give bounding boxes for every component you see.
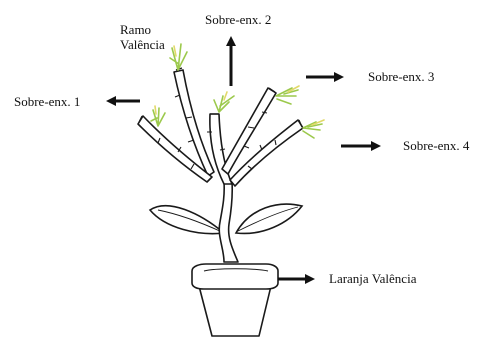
label-sobre-enx-1: Sobre-enx. 1 xyxy=(14,94,80,109)
bud-sobre3 xyxy=(276,86,299,104)
arrow-sobre2 xyxy=(226,36,236,86)
bud-sobre4 xyxy=(303,120,324,138)
arrow-sobre1 xyxy=(106,96,140,106)
label-sobre-enx-2: Sobre-enx. 2 xyxy=(205,12,271,27)
plant-stem-branches xyxy=(138,68,303,262)
arrow-sobre3 xyxy=(306,72,344,82)
arrow-sobre4 xyxy=(341,141,381,151)
label-ramo-valencia: Ramo Valência xyxy=(120,22,180,52)
label-laranja-valencia: Laranja Valência xyxy=(329,271,416,286)
bud-sobre1 xyxy=(151,106,165,126)
label-sobre-enx-3: Sobre-enx. 3 xyxy=(368,69,434,84)
label-sobre-enx-4: Sobre-enx. 4 xyxy=(403,138,469,153)
arrows xyxy=(106,36,381,284)
label-ramo-line2: Valência xyxy=(120,37,180,52)
plant-pot xyxy=(192,264,278,336)
arrow-rootstock xyxy=(278,274,315,284)
bud-sobre2 xyxy=(214,92,234,112)
branch-sobre4 xyxy=(230,120,303,186)
label-ramo-line1: Ramo xyxy=(120,22,180,37)
lower-stem xyxy=(219,182,238,262)
left-leaf xyxy=(150,206,224,234)
